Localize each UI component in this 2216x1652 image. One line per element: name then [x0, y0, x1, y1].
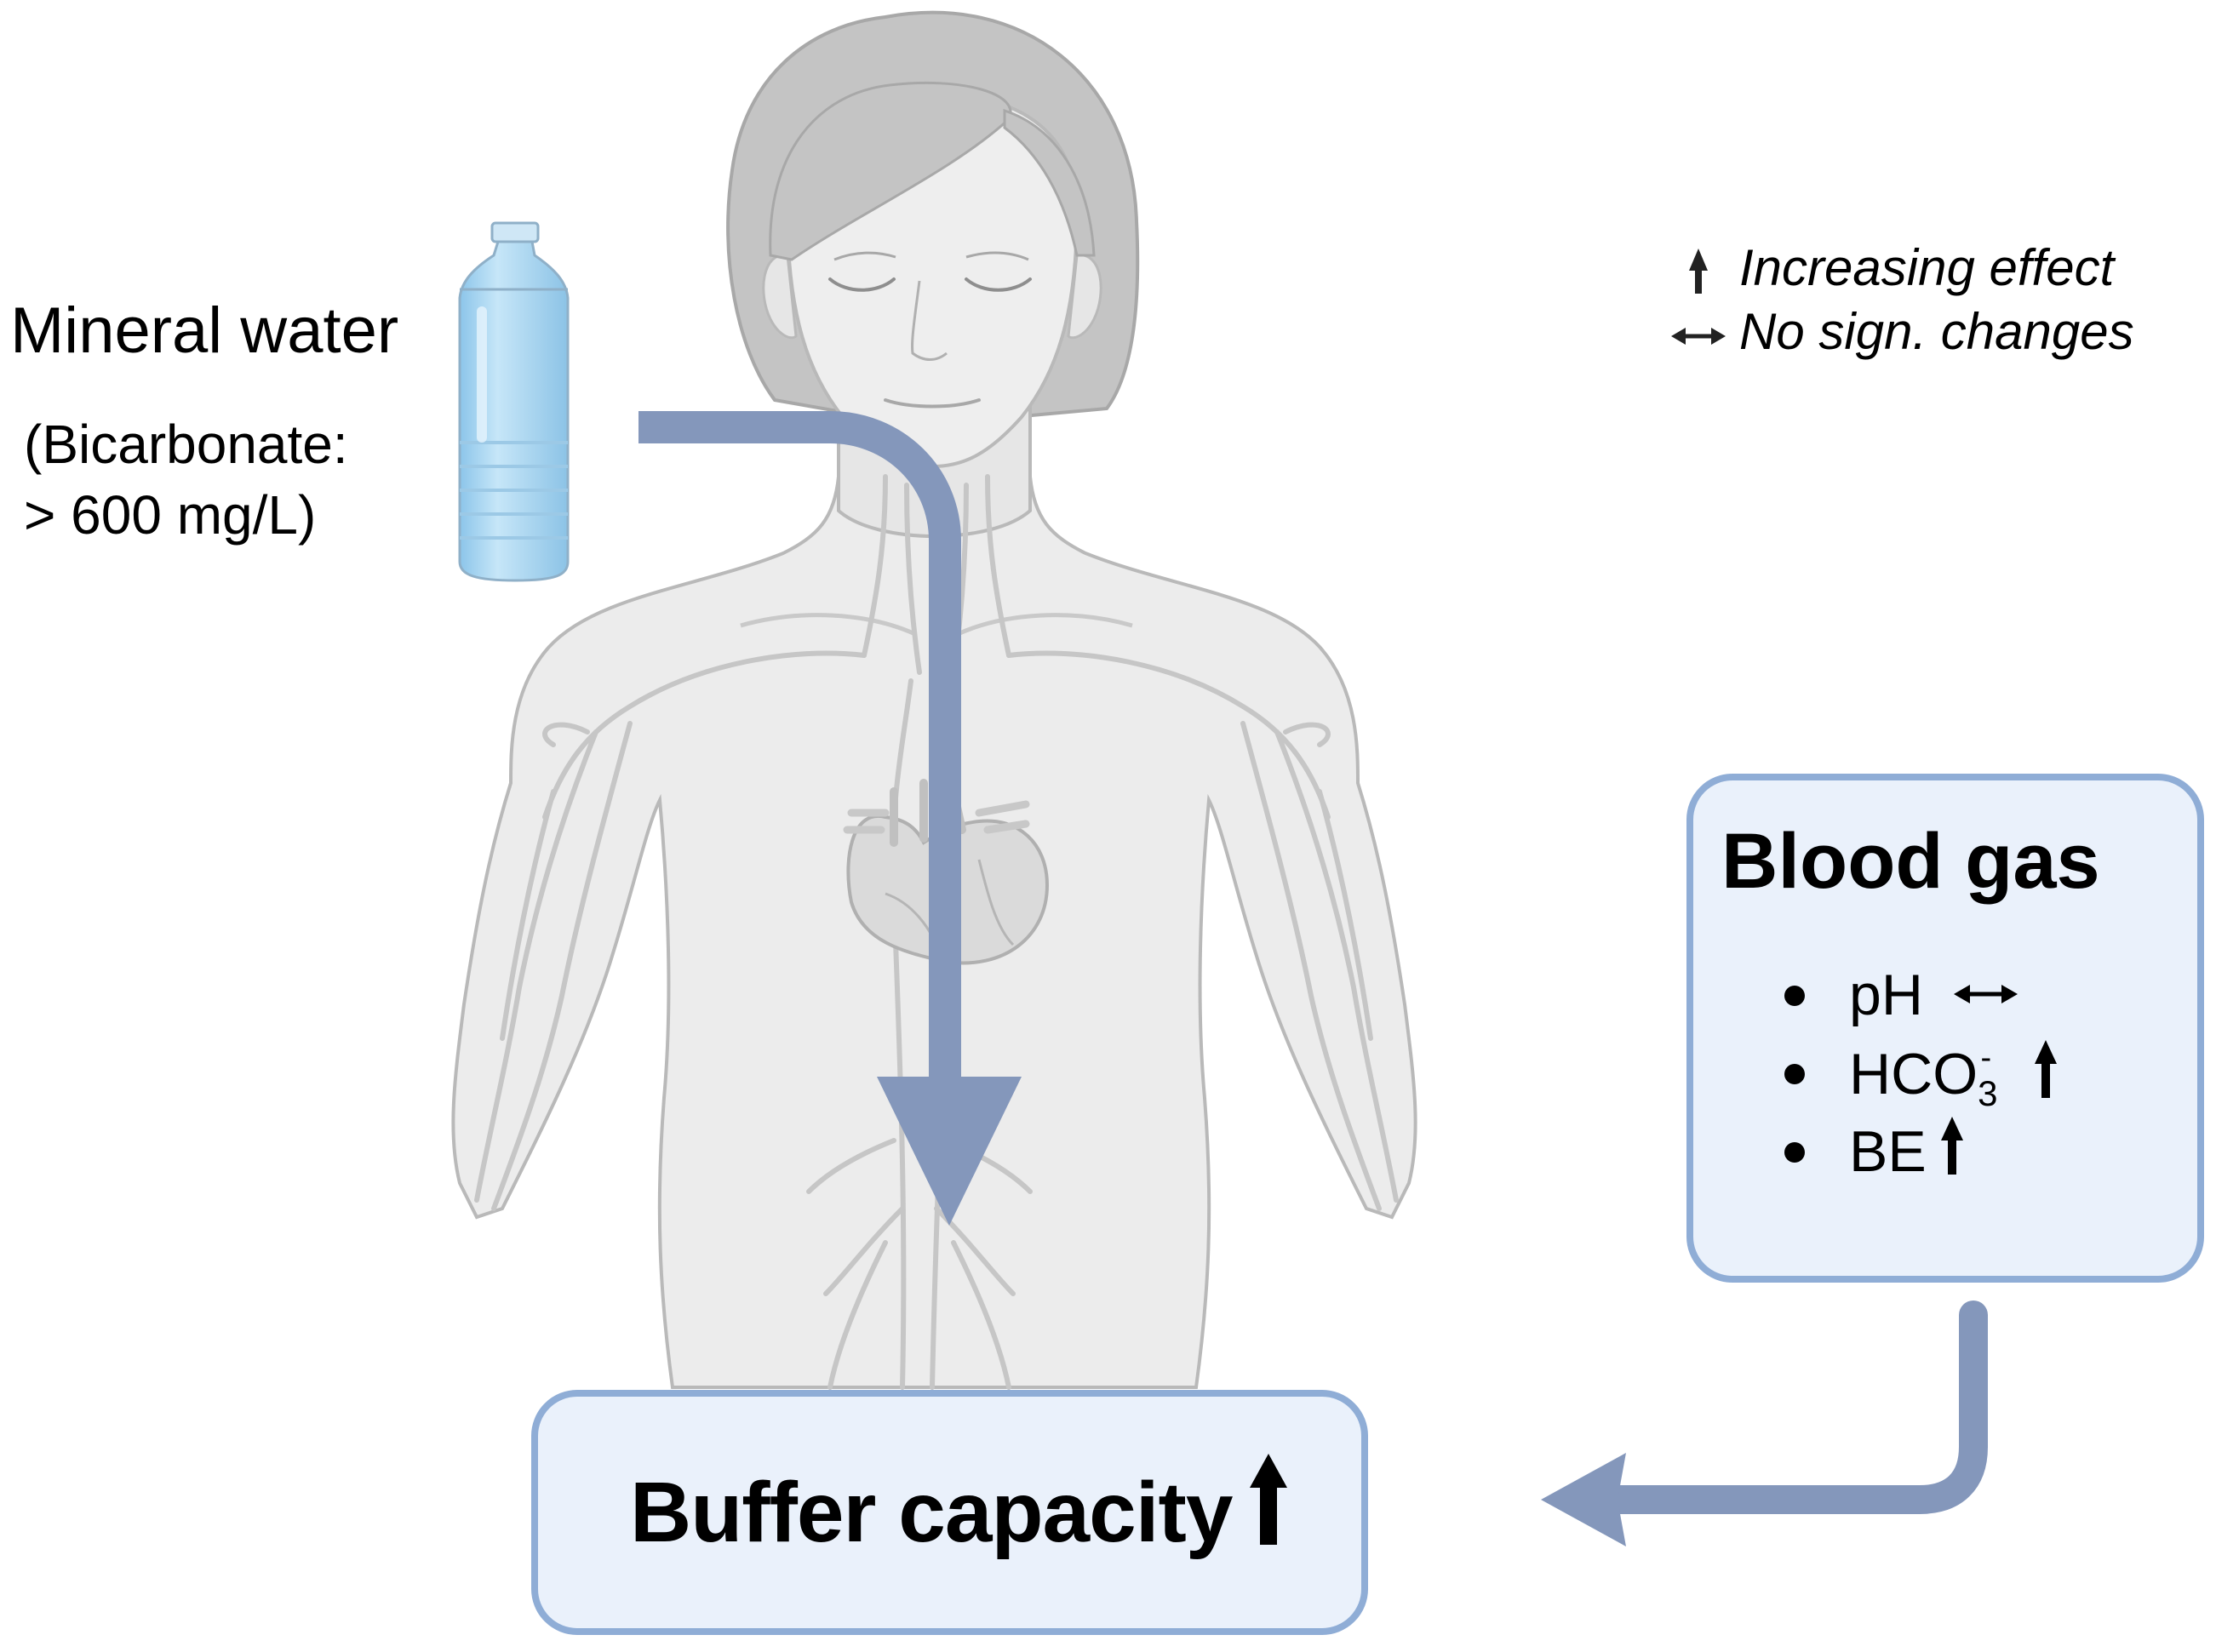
intake-flow-arrow	[638, 411, 1022, 1226]
bicarbonate-line-2: > 600 mg/L)	[24, 484, 317, 546]
buffer-capacity-label: Buffer capacity	[630, 1465, 1233, 1560]
up-arrow-icon	[1941, 1117, 1963, 1175]
blood-gas-item-be: BE	[1849, 1118, 1927, 1185]
buffer-capacity-box	[531, 1390, 1368, 1635]
legend-no-change-label: No sign. changes	[1739, 303, 2134, 360]
water-bottle-icon	[458, 221, 570, 582]
bullet-ph	[1784, 986, 1805, 1006]
up-arrow-icon	[1250, 1454, 1287, 1545]
legend-increasing-label: Increasing effect	[1739, 239, 2115, 296]
up-arrow-icon	[1689, 249, 1708, 294]
mineral-water-title: Mineral water	[10, 294, 399, 367]
blood-gas-item-label: pH	[1849, 963, 1923, 1027]
bullet-be	[1784, 1142, 1805, 1163]
blood-gas-box	[1686, 774, 2204, 1283]
double-arrow-icon	[1671, 328, 1726, 345]
blood-gas-item-hco3: HCO3-	[1849, 1040, 1997, 1114]
blood-gas-item-label: HCO	[1849, 1042, 1978, 1106]
up-arrow-icon	[2035, 1040, 2057, 1098]
double-arrow-icon	[1954, 985, 2018, 1003]
hco3-superscript: -	[1980, 1040, 1992, 1076]
human-body-icon	[451, 10, 1417, 1390]
bicarbonate-line-1: (Bicarbonate:	[24, 414, 348, 475]
hco3-subscript: 3	[1978, 1073, 1998, 1113]
bullet-hco3	[1784, 1064, 1805, 1084]
blood-gas-item-label: BE	[1849, 1119, 1927, 1184]
blood-gas-title: Blood gas	[1721, 818, 2100, 905]
blood-gas-to-buffer-arrow	[1541, 1300, 1988, 1546]
blood-gas-item-ph: pH	[1849, 962, 1923, 1028]
